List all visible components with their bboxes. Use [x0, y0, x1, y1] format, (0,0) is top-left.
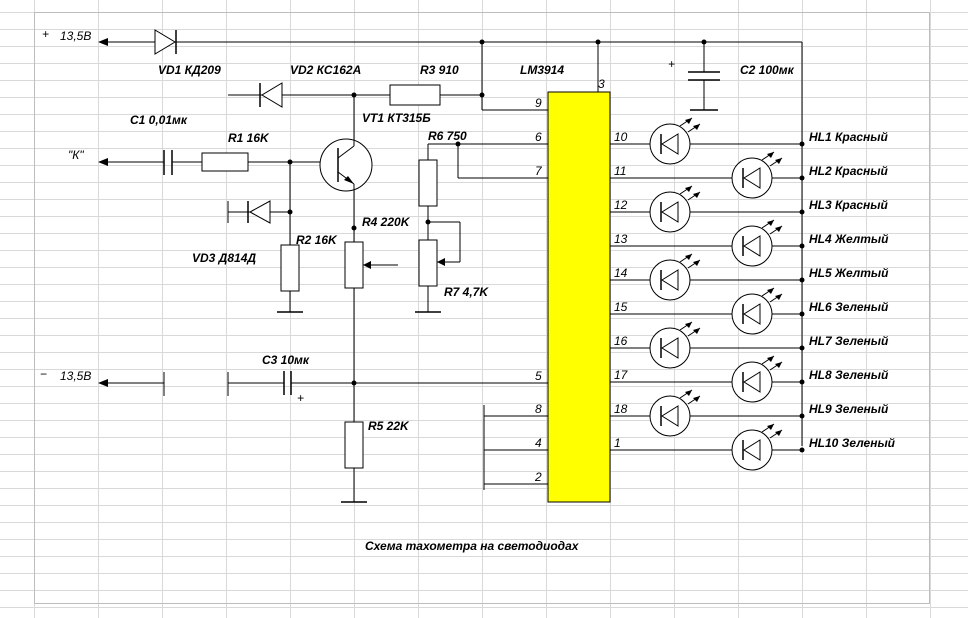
c3-label: C3 10мк [262, 353, 310, 367]
ic-pin-10: 10 [614, 130, 628, 144]
vd1-diode [154, 29, 177, 55]
r1-label: R1 16K [228, 131, 270, 145]
c2-label: C2 100мк [740, 63, 795, 77]
led-label-hl7: HL7 Зеленый [809, 334, 889, 348]
minus-rail-label: 13,5В [60, 369, 91, 383]
led-hl8 [731, 355, 783, 403]
ic-pin-2: 2 [534, 470, 542, 484]
c3-plus: + [297, 391, 304, 405]
r5-resistor [341, 383, 367, 503]
ic-pin-5: 5 [535, 369, 542, 383]
r2-label: R2 16K [296, 233, 338, 247]
plus-rail [98, 38, 803, 446]
led-hl7 [649, 321, 701, 369]
ic-pin-9: 9 [535, 96, 542, 110]
vd2-label: VD2 КС162А [290, 63, 361, 77]
ic-pin-3: 3 [598, 77, 605, 91]
ic-pin-16: 16 [614, 334, 628, 348]
led-label-hl6: HL6 Зеленый [809, 300, 889, 314]
vd2-r3-line [228, 82, 441, 108]
vd3-r2-branch [227, 162, 303, 313]
c2-plus: + [668, 57, 675, 71]
plus-rail-label: 13,5В [60, 29, 91, 43]
ic-pin-12: 12 [614, 198, 628, 212]
ic-pin-17: 17 [614, 368, 629, 382]
sheet-frame [34, 12, 930, 604]
led-hl5 [649, 253, 701, 301]
vt1-label: VT1 КТ315Б [362, 111, 431, 125]
minus-rail [98, 371, 548, 396]
ic-pin-11: 11 [614, 164, 626, 178]
led-hl6 [731, 287, 783, 335]
ic-pin-13: 13 [614, 232, 628, 246]
r3-label: R3 910 [420, 63, 459, 77]
ic-label: LM3914 [520, 63, 564, 77]
input-k-label: "К" [68, 148, 84, 162]
r7-label: R7 4,7K [444, 285, 489, 299]
vd1-label: VD1 КД209 [158, 63, 221, 77]
c1-label: C1 0,01мк [130, 113, 188, 127]
led-label-hl9: HL9 Зеленый [809, 402, 889, 416]
input-chain [98, 150, 338, 175]
led-hl4 [731, 219, 783, 267]
led-label-hl1: HL1 Красный [809, 130, 889, 144]
c2-capacitor [688, 71, 720, 111]
led-label-hl10: HL10 Зеленый [809, 436, 896, 450]
vd3-label: VD3 Д814Д [192, 251, 256, 265]
led-label-hl4: HL4 Желтый [809, 232, 889, 246]
led-hl3 [649, 185, 701, 233]
r4-potentiometer [344, 241, 398, 383]
ic-pin-15: 15 [614, 300, 628, 314]
ic-pin-14: 14 [614, 266, 628, 280]
led-label-hl3: HL3 Красный [809, 198, 889, 212]
diagram-caption: Схема тахометра на светодиодах [365, 539, 580, 553]
lm3914-ic [547, 91, 611, 503]
led-hl2 [731, 151, 783, 199]
r6-r7-network [415, 141, 548, 313]
ic-pin-6: 6 [535, 130, 542, 144]
r5-label: R5 22K [368, 419, 410, 433]
r6-label: R6 750 [428, 129, 467, 143]
led-label-hl8: HL8 Зеленый [809, 368, 889, 382]
vt1-transistor [319, 95, 373, 242]
led-array: 10 HL1 Красный 11 HL2 Красный 12 HL3 Красный 1… [610, 117, 896, 471]
minus-sign: − [40, 367, 47, 381]
led-label-hl5: HL5 Желтый [809, 266, 889, 280]
ground-pins [483, 405, 548, 490]
led-hl10 [731, 423, 783, 471]
led-hl9 [649, 389, 701, 437]
plus-sign: + [42, 27, 49, 41]
r4-label: R4 220K [362, 215, 411, 229]
led-label-hl2: HL2 Красный [809, 164, 889, 178]
ic-pin-18: 18 [614, 402, 628, 416]
ic-pin-7: 7 [535, 164, 543, 178]
ic-pin-1: 1 [614, 436, 621, 450]
ic-pin-4: 4 [535, 436, 542, 450]
led-hl1 [649, 117, 701, 165]
ic-pin-8: 8 [535, 402, 542, 416]
